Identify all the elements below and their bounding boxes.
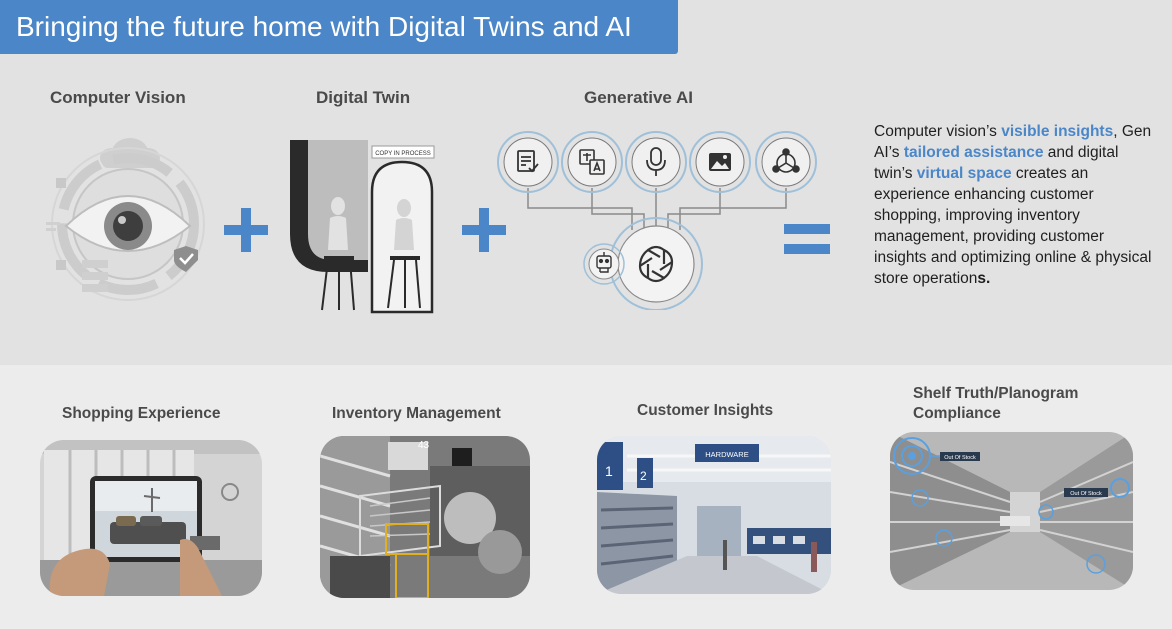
highlight-visible-insights: visible insights [1001,123,1114,140]
page-title: Bringing the future home with Digital Tw… [0,0,678,54]
aisle-number-2: 2 [640,469,647,483]
shield-check-icon [174,246,198,272]
digital-twin-label: Digital Twin [316,88,411,107]
shelf-truth-image: Out Of Stock Out Of Stock [890,432,1133,590]
shopping-experience-label: Shopping Experience [62,405,221,422]
microphone-icon [646,147,666,176]
shopping-experience-image [40,440,262,596]
inventory-management-label: Inventory Management [332,405,501,422]
molecule-icon [772,148,800,173]
shelf-truth-label: Shelf Truth/Planogram Compliance [913,385,1079,422]
summary-description: Computer vision’s visible insights, Gen … [874,123,1152,287]
inventory-management-image: 43 [320,436,530,598]
generative-ai-illustration [497,131,817,310]
digital-twin-illustration: COPY IN PROCESS [290,140,435,314]
computer-vision-illustration [46,138,205,301]
plus-sign-1 [224,208,268,252]
aisle-number-1: 1 [605,463,613,479]
document-check-icon [517,150,539,173]
image-icon [709,153,731,171]
generative-ai-label: Generative AI [584,88,693,107]
equals-sign [784,224,830,254]
highlight-tailored-assistance: tailored assistance [903,144,1044,161]
rack-number: 43 [418,440,430,451]
highlight-virtual-space: virtual space [916,165,1012,182]
out-of-stock-tag-2: Out Of Stock [1070,491,1102,497]
robot-head-icon [596,252,612,273]
translate-icon [579,149,605,175]
eye-icon [64,195,192,252]
hardware-sign: HARDWARE [705,450,748,459]
out-of-stock-tag-1: Out Of Stock [944,455,976,461]
plus-sign-2 [462,208,506,252]
customer-insights-image: HARDWARE 1 2 [597,436,831,594]
computer-vision-label: Computer Vision [50,88,186,107]
copy-in-process-tag: COPY IN PROCESS [375,151,431,157]
customer-insights-label: Customer Insights [637,402,774,419]
ai-knot-icon [638,245,674,283]
